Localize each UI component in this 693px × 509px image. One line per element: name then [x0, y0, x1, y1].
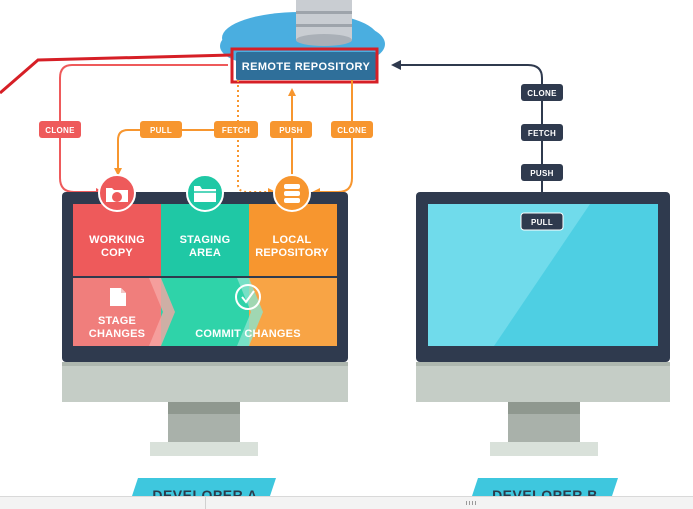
push-pill-label: PUSH [279, 126, 302, 135]
clone-pill-b-label: CLONE [527, 89, 557, 98]
pull-pill-b [520, 212, 564, 231]
commit-changes-panel-mid [161, 278, 249, 346]
clone-pill-right-label: CLONE [337, 126, 367, 135]
push-pill [270, 121, 312, 138]
checkmark-icon [235, 284, 261, 310]
clone-arrow-right [312, 80, 353, 196]
clone-pill-b [521, 84, 563, 101]
clone-pill-right [331, 121, 373, 138]
document-icon [110, 288, 126, 306]
local-repository-label-1: LOCAL [273, 234, 312, 246]
pull-pill-b-label: PULL [531, 218, 553, 227]
folder-badge-icon [98, 174, 136, 212]
remote-repository-label: REMOTE REPOSITORY [242, 61, 371, 73]
fetch-pill-b-label: FETCH [528, 129, 556, 138]
clone-pill-left [39, 121, 81, 138]
stage-changes-label-2: CHANGES [89, 328, 145, 340]
staging-area-label-1: STAGING [180, 234, 231, 246]
scrollbar-grip-icon[interactable] [466, 501, 476, 505]
remote-highlight-frame [230, 47, 379, 84]
local-repository-panel [249, 204, 337, 276]
pull-arrow [114, 129, 238, 176]
working-copy-panel [73, 204, 161, 276]
fetch-pill [214, 121, 258, 138]
horizontal-scrollbar[interactable] [0, 496, 693, 509]
clone-pill-left-label: CLONE [45, 126, 75, 135]
fetch-pill-b [521, 124, 563, 141]
commit-changes-panel-right [249, 278, 337, 346]
scrollbar-divider [205, 497, 206, 509]
fetch-pill-label: FETCH [222, 126, 250, 135]
stage-changes-label-1: STAGE [98, 315, 136, 327]
working-copy-label-2: COPY [101, 247, 133, 259]
monitor-a [62, 192, 348, 456]
monitor-b [416, 192, 670, 456]
push-pill-b [521, 164, 563, 181]
fetch-arrow [237, 80, 276, 196]
developer-b-banner [472, 478, 618, 496]
pull-pill [140, 121, 182, 138]
commit-changes-label: COMMIT CHANGES [195, 328, 300, 340]
developer-a-banner [132, 478, 276, 496]
staging-area-label-2: AREA [189, 247, 221, 259]
database-cylinder-icon [296, 0, 352, 46]
remote-repository-box [236, 52, 376, 80]
working-copy-label-1: WORKING [89, 234, 145, 246]
pull-pill-label: PULL [150, 126, 172, 135]
flow-line-b [527, 64, 547, 273]
local-repository-label-2: REPOSITORY [255, 247, 329, 259]
staging-area-panel [161, 204, 249, 276]
callout-line [0, 53, 233, 95]
folder-icon [186, 174, 224, 212]
database-icon [273, 174, 311, 212]
push-pill-b-label: PUSH [530, 169, 553, 178]
